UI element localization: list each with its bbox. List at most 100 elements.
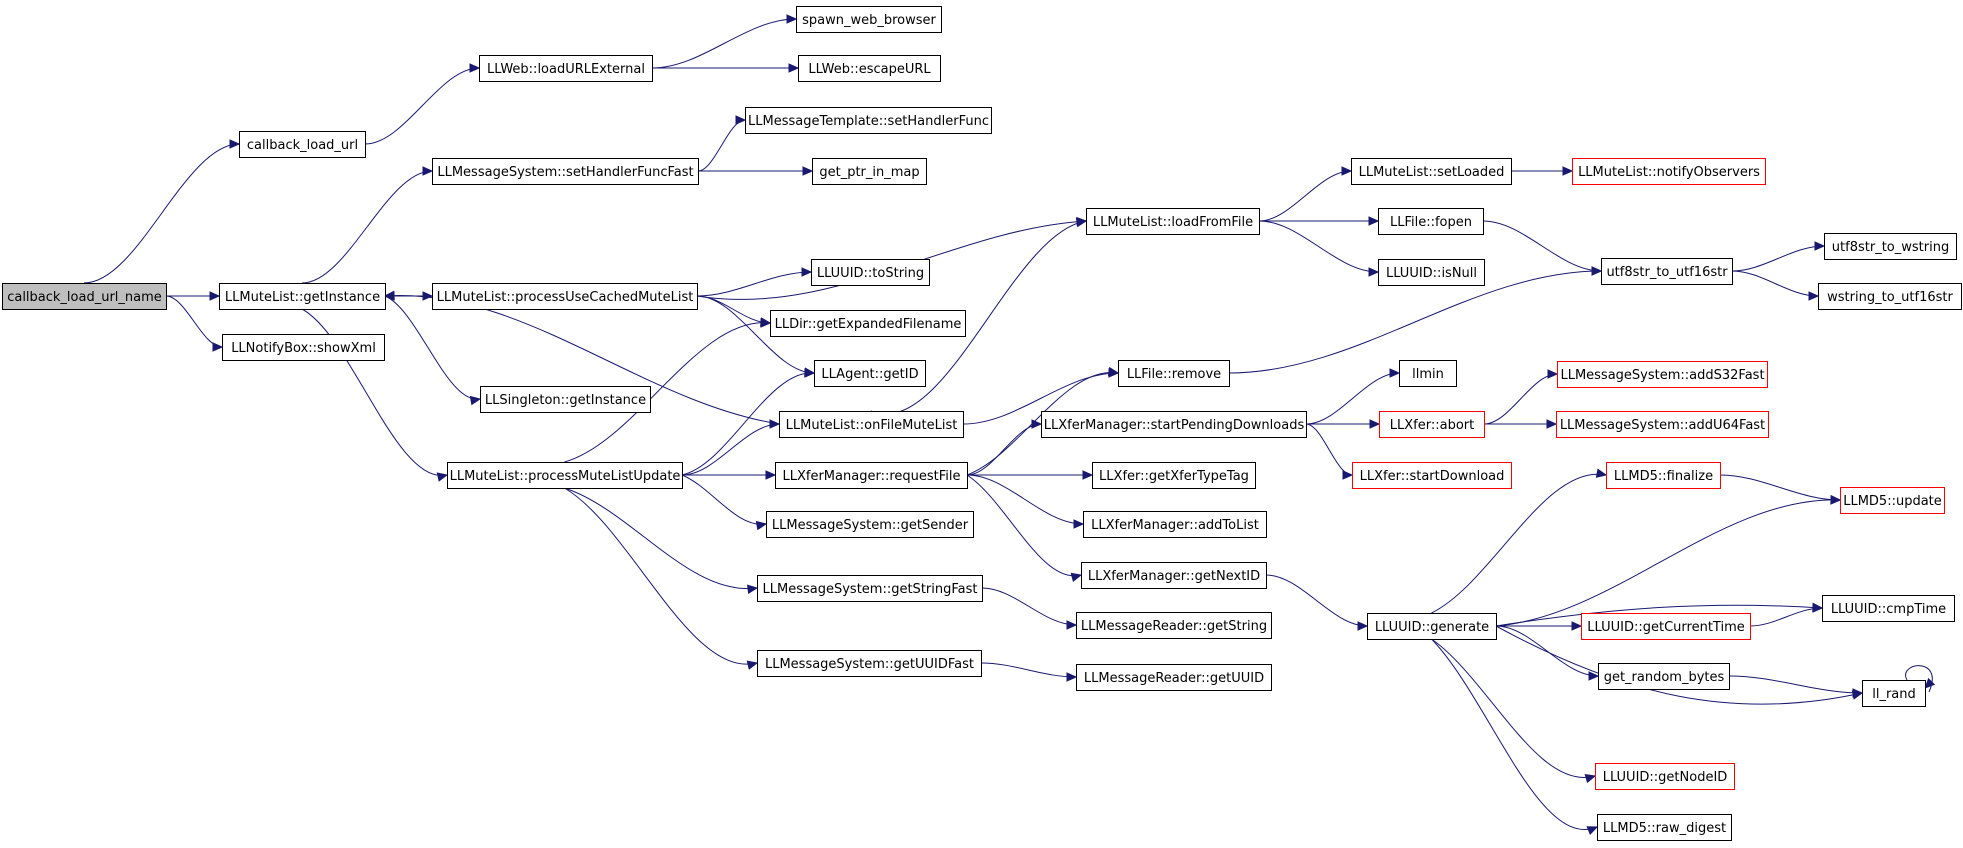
node-llmd5-update[interactable]: LLMD5::update (1840, 487, 1945, 514)
node-box-llmessagereader-getstring[interactable] (1076, 612, 1272, 639)
node-box-get-random-bytes[interactable] (1598, 663, 1730, 690)
node-get-ptr-in-map[interactable]: get_ptr_in_map (812, 158, 927, 185)
node-llmessagesystem-adds32fast[interactable]: LLMessageSystem::addS32Fast (1557, 361, 1768, 388)
node-spawn-web-browser[interactable]: spawn_web_browser (796, 6, 942, 33)
node-box-llmessagesystem-getsender[interactable] (766, 511, 974, 538)
node-box-llmutelist-loadfromfile[interactable] (1086, 208, 1260, 235)
node-box-ll-rand[interactable] (1862, 680, 1926, 707)
node-llmd5-finalize[interactable]: LLMD5::finalize (1606, 462, 1721, 489)
node-llmutelist-processusecachedmutelist[interactable]: LLMuteList::processUseCachedMuteList (432, 283, 698, 310)
node-box-llxfermanager-addtolist[interactable] (1083, 511, 1267, 538)
node-box-llmessagereader-getuuid[interactable] (1076, 664, 1272, 691)
node-box-spawn-web-browser[interactable] (796, 6, 942, 33)
node-box-llmutelist-onfilemutelist[interactable] (779, 411, 964, 438)
node-lluuid-getcurrenttime[interactable]: LLUUID::getCurrentTime (1581, 613, 1751, 640)
node-utf8str-to-wstring[interactable]: utf8str_to_wstring (1824, 233, 1957, 260)
node-box-llxfer-getxfertypetag[interactable] (1092, 462, 1256, 489)
node-lluuid-getnodeid[interactable]: LLUUID::getNodeID (1595, 763, 1735, 790)
node-box-get-ptr-in-map[interactable] (812, 158, 927, 185)
node-llmessagesystem-getuuidfast[interactable]: LLMessageSystem::getUUIDFast (757, 650, 982, 677)
node-llmessagereader-getstring[interactable]: LLMessageReader::getString (1076, 612, 1272, 639)
node-llnotifybox-showxml[interactable]: LLNotifyBox::showXml (222, 334, 385, 361)
node-llweb-escapeurl[interactable]: LLWeb::escapeURL (798, 55, 941, 82)
node-llmutelist-processmutelistupdate[interactable]: LLMuteList::processMuteListUpdate (447, 462, 683, 489)
node-box-lluuid-cmptime[interactable] (1822, 595, 1955, 622)
node-box-lluuid-getcurrenttime[interactable] (1581, 613, 1751, 640)
node-callback-load-url-name[interactable]: callback_load_url_name (2, 283, 167, 310)
node-box-llweb-loadurlexternal[interactable] (479, 55, 653, 82)
node-box-wstring-to-utf16str[interactable] (1818, 283, 1962, 310)
node-box-llmd5-update[interactable] (1840, 487, 1945, 514)
node-llmutelist-notifyobservers[interactable]: LLMuteList::notifyObservers (1572, 158, 1766, 185)
node-llxfermanager-getnextid[interactable]: LLXferManager::getNextID (1081, 562, 1267, 589)
node-box-lluuid-isnull[interactable] (1378, 259, 1485, 286)
node-llxfermanager-addtolist[interactable]: LLXferManager::addToList (1083, 511, 1267, 538)
node-box-llxfer-startdownload[interactable] (1352, 462, 1512, 489)
node-box-utf8str-to-utf16str[interactable] (1601, 258, 1733, 285)
node-lluuid-tostring[interactable]: LLUUID::toString (811, 259, 930, 286)
node-box-llnotifybox-showxml[interactable] (222, 334, 385, 361)
node-box-lluuid-tostring[interactable] (811, 259, 930, 286)
node-llmessagesystem-sethandlerfuncfast[interactable]: LLMessageSystem::setHandlerFuncFast (432, 158, 699, 185)
node-llfile-fopen[interactable]: LLFile::fopen (1378, 208, 1484, 235)
node-llmessagesystem-getsender[interactable]: LLMessageSystem::getSender (766, 511, 974, 538)
node-llxfermanager-startpendingdownloads[interactable]: LLXferManager::startPendingDownloads (1041, 411, 1307, 438)
node-box-lluuid-getnodeid[interactable] (1595, 763, 1735, 790)
node-box-llmutelist-notifyobservers[interactable] (1572, 158, 1766, 185)
node-llweb-loadurlexternal[interactable]: LLWeb::loadURLExternal (479, 55, 653, 82)
node-box-llxfermanager-requestfile[interactable] (775, 462, 968, 489)
node-box-llmessagesystem-addu64fast[interactable] (1556, 411, 1769, 438)
node-ll-rand[interactable]: ll_rand (1862, 680, 1926, 707)
node-box-llmessagesystem-getuuidfast[interactable] (757, 650, 982, 677)
node-box-llmutelist-processusecachedmutelist[interactable] (432, 283, 698, 310)
node-box-llfile-remove[interactable] (1118, 360, 1230, 387)
node-callback-load-url[interactable]: callback_load_url (239, 131, 366, 158)
node-llmessagetemplate-sethandlerfunc[interactable]: LLMessageTemplate::setHandlerFunc (745, 107, 992, 134)
node-llxfer-abort[interactable]: LLXfer::abort (1379, 411, 1485, 438)
node-llmutelist-getinstance[interactable]: LLMuteList::getInstance (219, 283, 386, 310)
node-box-utf8str-to-wstring[interactable] (1824, 233, 1957, 260)
node-llxfermanager-requestfile[interactable]: LLXferManager::requestFile (775, 462, 968, 489)
node-box-llsingleton-getinstance[interactable] (480, 386, 651, 413)
node-box-callback-load-url[interactable] (239, 131, 366, 158)
node-llxfer-startdownload[interactable]: LLXfer::startDownload (1352, 462, 1512, 489)
node-llfile-remove[interactable]: LLFile::remove (1118, 360, 1230, 387)
node-get-random-bytes[interactable]: get_random_bytes (1598, 663, 1730, 690)
node-wstring-to-utf16str[interactable]: wstring_to_utf16str (1818, 283, 1962, 310)
node-box-llxfer-abort[interactable] (1379, 411, 1485, 438)
node-lluuid-isnull[interactable]: LLUUID::isNull (1378, 259, 1485, 286)
node-box-lldir-getexpandedfilename[interactable] (770, 310, 966, 337)
node-box-llmutelist-setloaded[interactable] (1351, 158, 1512, 185)
node-box-llmd5-finalize[interactable] (1606, 462, 1721, 489)
node-box-llmessagetemplate-sethandlerfunc[interactable] (745, 107, 992, 134)
node-llmessagesystem-addu64fast[interactable]: LLMessageSystem::addU64Fast (1556, 411, 1769, 438)
node-box-llmd5-raw-digest[interactable] (1597, 814, 1732, 841)
node-llmutelist-setloaded[interactable]: LLMuteList::setLoaded (1351, 158, 1512, 185)
node-utf8str-to-utf16str[interactable]: utf8str_to_utf16str (1601, 258, 1733, 285)
node-llmd5-raw-digest[interactable]: LLMD5::raw_digest (1597, 814, 1732, 841)
node-box-llmutelist-getinstance[interactable] (219, 283, 386, 310)
node-llmin[interactable]: llmin (1399, 360, 1457, 387)
node-box-llxfermanager-getnextid[interactable] (1081, 562, 1267, 589)
node-box-llmutelist-processmutelistupdate[interactable] (447, 462, 683, 489)
node-llxfer-getxfertypetag[interactable]: LLXfer::getXferTypeTag (1092, 462, 1256, 489)
node-box-llfile-fopen[interactable] (1378, 208, 1484, 235)
node-box-llmin[interactable] (1399, 360, 1457, 387)
node-box-llxfermanager-startpendingdownloads[interactable] (1041, 411, 1307, 438)
node-llsingleton-getinstance[interactable]: LLSingleton::getInstance (480, 386, 651, 413)
node-box-callback-load-url-name[interactable] (2, 283, 167, 310)
node-lluuid-cmptime[interactable]: LLUUID::cmpTime (1822, 595, 1955, 622)
node-box-lluuid-generate[interactable] (1367, 613, 1497, 640)
node-llmutelist-onfilemutelist[interactable]: LLMuteList::onFileMuteList (779, 411, 964, 438)
node-llmutelist-loadfromfile[interactable]: LLMuteList::loadFromFile (1086, 208, 1260, 235)
node-box-llmessagesystem-sethandlerfuncfast[interactable] (432, 158, 699, 185)
node-box-llmessagesystem-adds32fast[interactable] (1557, 361, 1768, 388)
node-lldir-getexpandedfilename[interactable]: LLDir::getExpandedFilename (770, 310, 966, 337)
node-lluuid-generate[interactable]: LLUUID::generate (1367, 613, 1497, 640)
node-box-llagent-getid[interactable] (814, 360, 926, 387)
node-llmessagesystem-getstringfast[interactable]: LLMessageSystem::getStringFast (757, 575, 983, 602)
node-box-llmessagesystem-getstringfast[interactable] (757, 575, 983, 602)
node-llmessagereader-getuuid[interactable]: LLMessageReader::getUUID (1076, 664, 1272, 691)
node-box-llweb-escapeurl[interactable] (798, 55, 941, 82)
node-llagent-getid[interactable]: LLAgent::getID (814, 360, 926, 387)
